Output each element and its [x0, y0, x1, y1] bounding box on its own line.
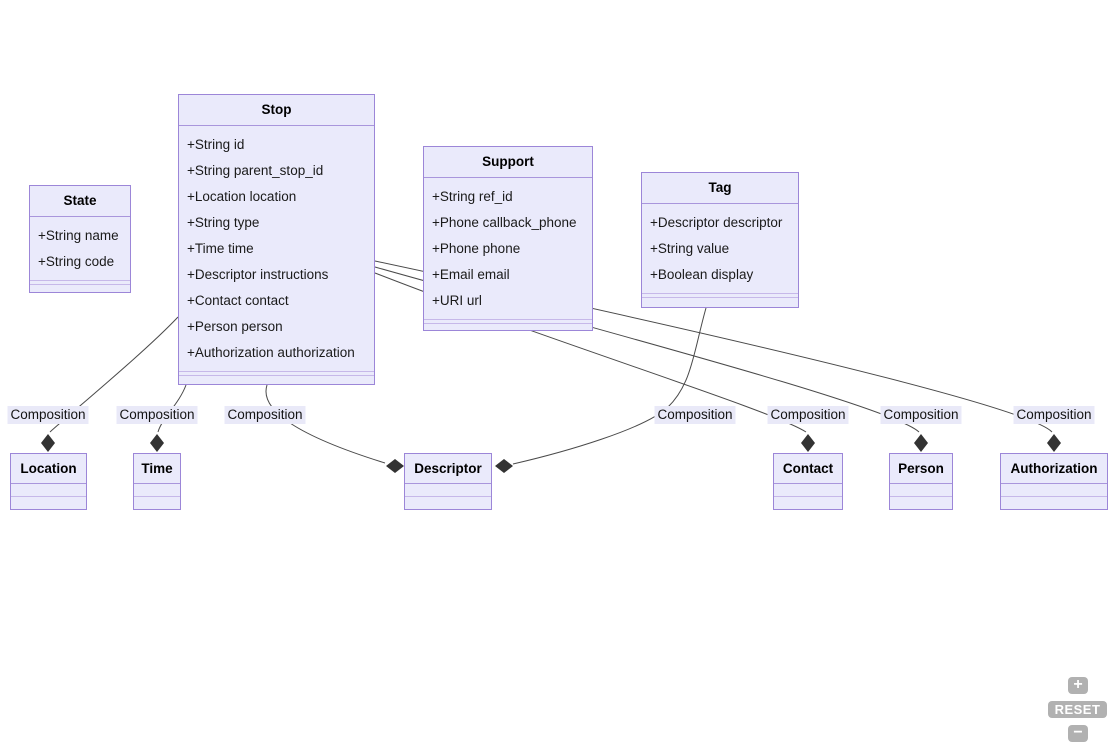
attribute: +String name — [38, 228, 119, 243]
methods-section — [424, 320, 592, 324]
methods-section — [179, 372, 374, 376]
class-title: Authorization — [1001, 454, 1107, 484]
class-title: Stop — [179, 95, 374, 126]
methods-section — [30, 281, 130, 285]
attribute-section — [890, 484, 952, 497]
class-tag[interactable]: Tag +Descriptor descriptor +String value… — [641, 172, 799, 308]
attribute-section — [405, 484, 491, 497]
attribute: +Boolean display — [650, 267, 754, 282]
attribute: +String id — [187, 137, 245, 152]
methods-section — [774, 497, 842, 509]
attribute: +Person person — [187, 319, 283, 334]
edge-label-composition: Composition — [1013, 406, 1095, 424]
class-person[interactable]: Person — [889, 453, 953, 510]
attribute: +Phone callback_phone — [432, 215, 577, 230]
attribute-section: +String ref_id +Phone callback_phone +Ph… — [424, 178, 592, 320]
attribute-section — [774, 484, 842, 497]
class-title: Person — [890, 454, 952, 484]
composition-diamond-person — [914, 434, 928, 452]
edge-label-composition: Composition — [654, 406, 736, 424]
attribute-section — [11, 484, 86, 497]
attribute: +URI url — [432, 293, 482, 308]
attribute: +Email email — [432, 267, 510, 282]
methods-section — [11, 497, 86, 509]
attribute: +String parent_stop_id — [187, 163, 324, 178]
attribute-section: +String name +String code — [30, 217, 130, 281]
class-support[interactable]: Support +String ref_id +Phone callback_p… — [423, 146, 593, 331]
class-title: Descriptor — [405, 454, 491, 484]
class-title: Tag — [642, 173, 798, 204]
class-title: Support — [424, 147, 592, 178]
composition-diamond-descriptor-right — [495, 459, 513, 473]
footer-section — [30, 285, 130, 292]
attribute: +String code — [38, 254, 115, 269]
zoom-out-button[interactable]: − — [1068, 725, 1088, 742]
attribute-section — [134, 484, 180, 497]
edge-label-composition: Composition — [767, 406, 849, 424]
attribute-section: +Descriptor descriptor +String value +Bo… — [642, 204, 798, 294]
edge-label-composition: Composition — [224, 406, 306, 424]
attribute: +Contact contact — [187, 293, 289, 308]
class-title: State — [30, 186, 130, 217]
composition-diamond-time — [150, 434, 164, 452]
class-title: Contact — [774, 454, 842, 484]
methods-section — [1001, 497, 1107, 509]
edge-label-composition: Composition — [116, 406, 198, 424]
methods-section — [134, 497, 180, 509]
class-contact[interactable]: Contact — [773, 453, 843, 510]
composition-diamond-descriptor-left — [386, 459, 404, 473]
attribute-section — [1001, 484, 1107, 497]
attribute-section: +String id +String parent_stop_id +Locat… — [179, 126, 374, 372]
attribute: +Phone phone — [432, 241, 521, 256]
methods-section — [642, 294, 798, 298]
composition-diamond-contact — [801, 434, 815, 452]
attribute: +String ref_id — [432, 189, 513, 204]
class-authorization[interactable]: Authorization — [1000, 453, 1108, 510]
edge-tag-descriptor — [512, 307, 707, 465]
class-title: Time — [134, 454, 180, 484]
class-location[interactable]: Location — [10, 453, 87, 510]
attribute: +Descriptor descriptor — [650, 215, 783, 230]
class-descriptor[interactable]: Descriptor — [404, 453, 492, 510]
footer-section — [642, 298, 798, 307]
attribute: +Descriptor instructions — [187, 267, 329, 282]
methods-section — [890, 497, 952, 509]
class-title: Location — [11, 454, 86, 484]
attribute: +String type — [187, 215, 260, 230]
class-state[interactable]: State +String name +String code — [29, 185, 131, 293]
attribute: +String value — [650, 241, 730, 256]
zoom-in-button[interactable]: + — [1068, 677, 1088, 694]
composition-diamond-location — [41, 434, 55, 452]
footer-section — [179, 376, 374, 384]
class-stop[interactable]: Stop +String id +String parent_stop_id +… — [178, 94, 375, 385]
edge-label-composition: Composition — [880, 406, 962, 424]
methods-section — [405, 497, 491, 509]
edge-label-composition: Composition — [7, 406, 89, 424]
attribute: +Authorization authorization — [187, 345, 355, 360]
reset-button[interactable]: RESET — [1048, 701, 1107, 718]
attribute: +Time time — [187, 241, 254, 256]
class-time[interactable]: Time — [133, 453, 181, 510]
attribute: +Location location — [187, 189, 297, 204]
composition-diamond-authorization — [1047, 434, 1061, 452]
footer-section — [424, 324, 592, 330]
edge-stop-descriptor — [265, 384, 386, 464]
